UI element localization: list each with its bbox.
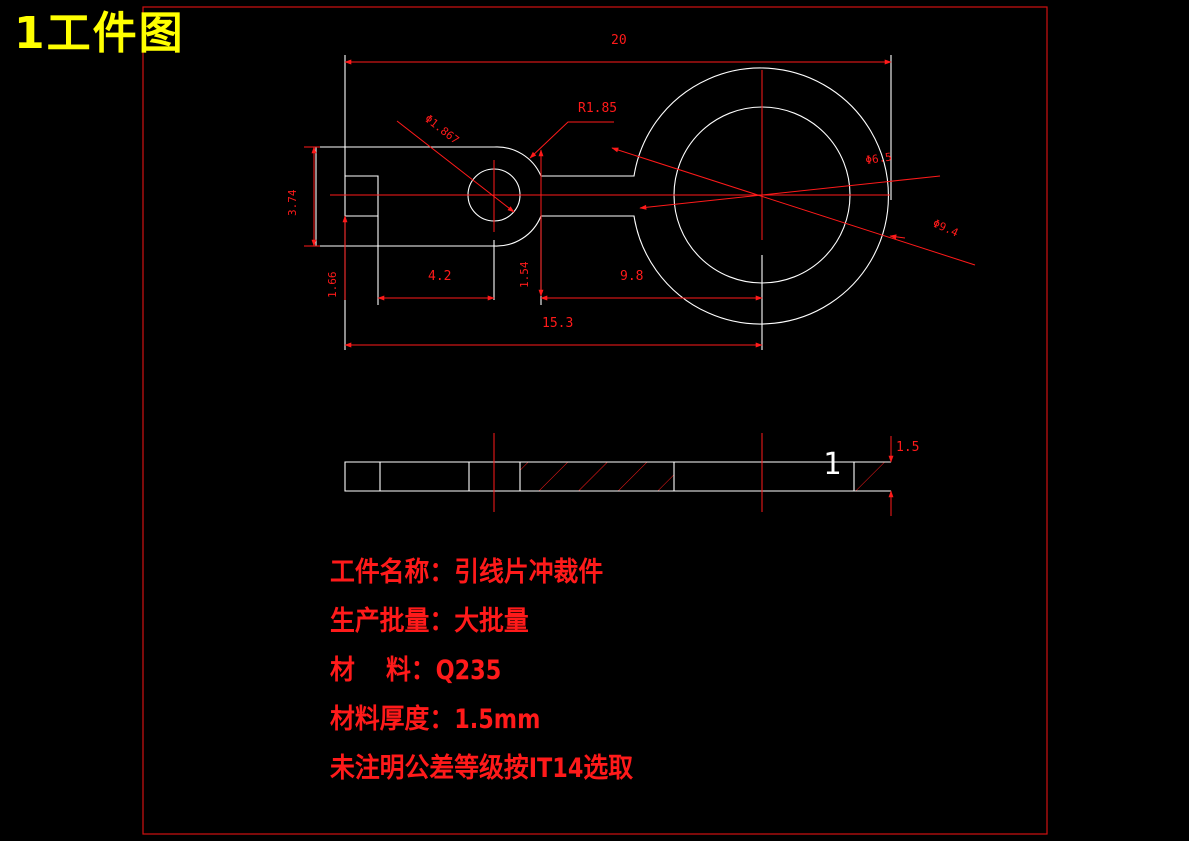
dim-text-thickness: 1.5: [896, 440, 919, 455]
leader-ring-inner: [639, 175, 941, 210]
side-hatch-zone: [520, 462, 674, 491]
dim-text-ring-outer: Φ9.4: [931, 217, 961, 240]
dimension-texts: 20 R1.85 Φ1.867 Φ6.5 Φ9.4 3.74 1.66 4.2 …: [286, 33, 961, 331]
dim-text-3-74: 3.74: [286, 189, 299, 216]
dim-text-9-8: 9.8: [620, 269, 643, 284]
dimension-layer: [304, 59, 976, 348]
note-tolerance: 未注明公差等级按IT14选取: [330, 753, 634, 784]
section-label: 1: [823, 447, 841, 482]
dim-text-1-54: 1.54: [518, 261, 531, 288]
technical-notes: 工件名称：引线片冲裁件 生产批量：大批量 材 料：Q235 材料厚度：1.5mm…: [330, 548, 659, 793]
dim-text-1-66: 1.66: [326, 272, 339, 299]
side-hatch-zone-right: [854, 462, 891, 491]
dim-text-radius: R1.85: [578, 101, 617, 116]
dim-text-ring-inner: Φ6.5: [865, 150, 893, 167]
note-batch: 生产批量：大批量: [330, 606, 529, 637]
note-thickness: 材料厚度：1.5mm: [330, 704, 541, 735]
dim-text-hole: Φ1.867: [422, 112, 461, 147]
dim-text-4-2: 4.2: [428, 269, 451, 284]
leader-ring-outer-b: [889, 234, 906, 240]
part-side-view: 1.5 1: [344, 433, 919, 516]
note-material: 材 料：Q235: [330, 655, 502, 686]
leader-radius: [529, 121, 614, 159]
leader-ring-outer: [611, 147, 976, 266]
page-title: 1工件图: [14, 8, 185, 59]
dim-text-15-3: 15.3: [542, 316, 573, 331]
note-part-name: 工件名称：引线片冲裁件: [330, 557, 604, 588]
drawing-frame: [142, 6, 1048, 835]
dim-text-20: 20: [611, 33, 627, 48]
part-outline: [315, 67, 889, 325]
part-top-view: [315, 55, 892, 350]
slot-outline: [345, 175, 379, 217]
side-outline: [344, 461, 891, 492]
leader-hole: [396, 120, 515, 213]
